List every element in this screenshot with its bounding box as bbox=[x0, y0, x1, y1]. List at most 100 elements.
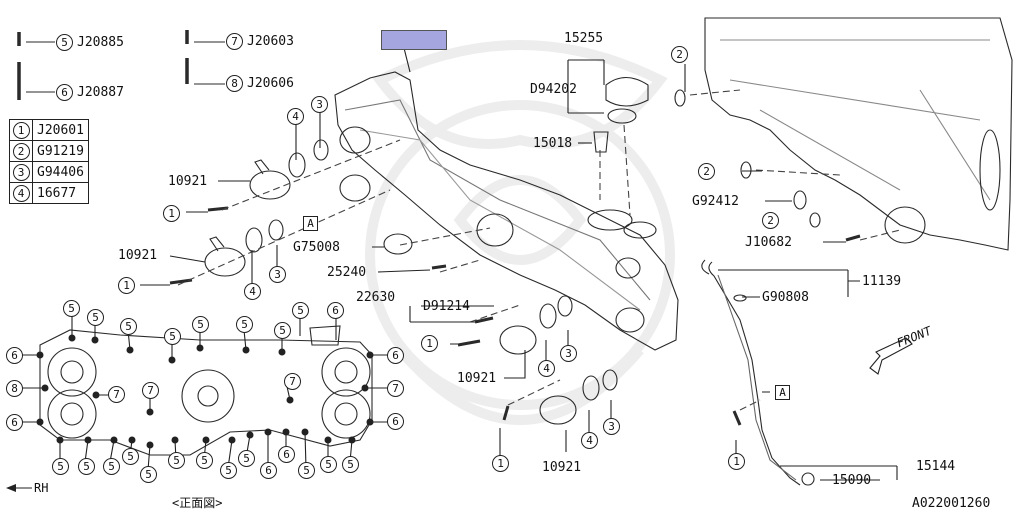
legend-part-number[interactable]: J20601 bbox=[32, 119, 89, 141]
callout-circle: 7 bbox=[387, 380, 404, 397]
callout-circle: 7 bbox=[108, 386, 125, 403]
callout-circle: 2 bbox=[671, 46, 688, 63]
bolt-part-number[interactable]: J20603 bbox=[247, 34, 294, 49]
callout-circle: 5 bbox=[56, 34, 73, 51]
callout-circle: 5 bbox=[192, 316, 209, 333]
callout-circle: 1 bbox=[728, 453, 745, 470]
callout-circle: 6 bbox=[278, 446, 295, 463]
callout-circle: 4 bbox=[581, 432, 598, 449]
part-label[interactable]: 15144 bbox=[916, 459, 956, 474]
callout-circle: 5 bbox=[120, 318, 137, 335]
part-label[interactable]: 10921 bbox=[542, 460, 582, 475]
part-label[interactable]: 15090 bbox=[832, 473, 872, 488]
bolt-part-number[interactable]: J20885 bbox=[77, 35, 124, 50]
callout-circle: 5 bbox=[292, 302, 309, 319]
callout-circle: 1 bbox=[12, 121, 30, 139]
callout-circle: 5 bbox=[164, 328, 181, 345]
legend-part-number[interactable]: 16677 bbox=[32, 182, 89, 204]
callout-circle: 5 bbox=[168, 452, 185, 469]
actuator bbox=[499, 325, 537, 355]
diagram-reference-code: A022001260 bbox=[912, 496, 991, 511]
callout-circle: 5 bbox=[78, 458, 95, 475]
callout-circle: 6 bbox=[6, 347, 23, 364]
callout-circle: 5 bbox=[298, 462, 315, 479]
callout-circle: 5 bbox=[220, 462, 237, 479]
legend-part-number[interactable]: G94406 bbox=[32, 161, 89, 183]
oil-filler-cap bbox=[605, 76, 649, 107]
callout-circle: 1 bbox=[492, 455, 509, 472]
callout-circle: 7 bbox=[142, 382, 159, 399]
legend-part-number[interactable]: G91219 bbox=[32, 140, 89, 162]
bolt-part-number[interactable]: J20887 bbox=[77, 85, 124, 100]
part-label[interactable]: 10921 bbox=[118, 248, 158, 263]
timing-cover-outline bbox=[39, 329, 373, 456]
callout-circle: 4 bbox=[12, 184, 30, 202]
callout-circle: 7 bbox=[226, 33, 243, 50]
part-label[interactable]: 10921 bbox=[457, 371, 497, 386]
actuator bbox=[204, 236, 246, 277]
part-label[interactable]: G90808 bbox=[762, 290, 809, 305]
callout-circle: 6 bbox=[56, 84, 73, 101]
callout-circle: 6 bbox=[260, 462, 277, 479]
callout-circle: 6 bbox=[327, 302, 344, 319]
callout-circle: 1 bbox=[163, 205, 180, 222]
callout-circle: 5 bbox=[342, 456, 359, 473]
bolt-part-number[interactable]: J20606 bbox=[247, 76, 294, 91]
cam-port bbox=[339, 126, 371, 154]
callout-circle: 3 bbox=[603, 418, 620, 435]
cylinder-head-outline bbox=[334, 71, 679, 351]
callout-circle: 5 bbox=[63, 300, 80, 317]
callout-circle: 4 bbox=[538, 360, 555, 377]
callout-circle: 5 bbox=[87, 309, 104, 326]
callout-circle: 5 bbox=[236, 316, 253, 333]
part-label[interactable]: G75008 bbox=[293, 240, 340, 255]
callout-circle: 5 bbox=[238, 450, 255, 467]
callout-circle: 5 bbox=[274, 322, 291, 339]
callout-circle: 2 bbox=[762, 212, 779, 229]
part-label[interactable]: 11139 bbox=[862, 274, 902, 289]
rh-direction-label: RH bbox=[34, 481, 49, 495]
actuator bbox=[249, 159, 291, 200]
callout-circle: 1 bbox=[421, 335, 438, 352]
callout-circle: 2 bbox=[698, 163, 715, 180]
callout-circle: 3 bbox=[311, 96, 328, 113]
cam-port bbox=[339, 174, 371, 202]
callout-circle: 5 bbox=[52, 458, 69, 475]
part-label[interactable]: J10682 bbox=[745, 235, 792, 250]
front-view-caption: <正面図> bbox=[172, 496, 223, 510]
engine-block-outline bbox=[704, 17, 1013, 251]
part-label[interactable]: 22630 bbox=[356, 290, 396, 305]
callout-circle: 8 bbox=[6, 380, 23, 397]
callout-circle: 5 bbox=[196, 452, 213, 469]
callout-circle: 4 bbox=[287, 108, 304, 125]
callout-circle: 3 bbox=[269, 266, 286, 283]
callout-circle: 4 bbox=[244, 283, 261, 300]
watermark-emblem bbox=[365, 40, 675, 425]
part-label[interactable]: 15255 bbox=[564, 31, 604, 46]
callout-circle: 8 bbox=[226, 75, 243, 92]
callout-circle: 3 bbox=[12, 163, 30, 181]
callout-circle: 7 bbox=[284, 373, 301, 390]
part-label[interactable]: 15018 bbox=[533, 136, 573, 151]
callout-circle: 5 bbox=[103, 458, 120, 475]
reference-box-a: A bbox=[775, 385, 790, 400]
part-label[interactable]: D94202 bbox=[530, 82, 577, 97]
callout-circle: 5 bbox=[140, 466, 157, 483]
callout-circle: 3 bbox=[560, 345, 577, 362]
callout-circle: 6 bbox=[387, 347, 404, 364]
part-label[interactable]: G92412 bbox=[692, 194, 739, 209]
reference-box-a: A bbox=[303, 216, 318, 231]
part-label[interactable]: 10921 bbox=[168, 174, 208, 189]
part-label[interactable]: 25240 bbox=[327, 265, 367, 280]
callout-circle: 5 bbox=[122, 448, 139, 465]
highlighted-part-marker[interactable] bbox=[381, 30, 447, 50]
callout-circle: 6 bbox=[6, 414, 23, 431]
part-label[interactable]: D91214 bbox=[423, 299, 470, 314]
